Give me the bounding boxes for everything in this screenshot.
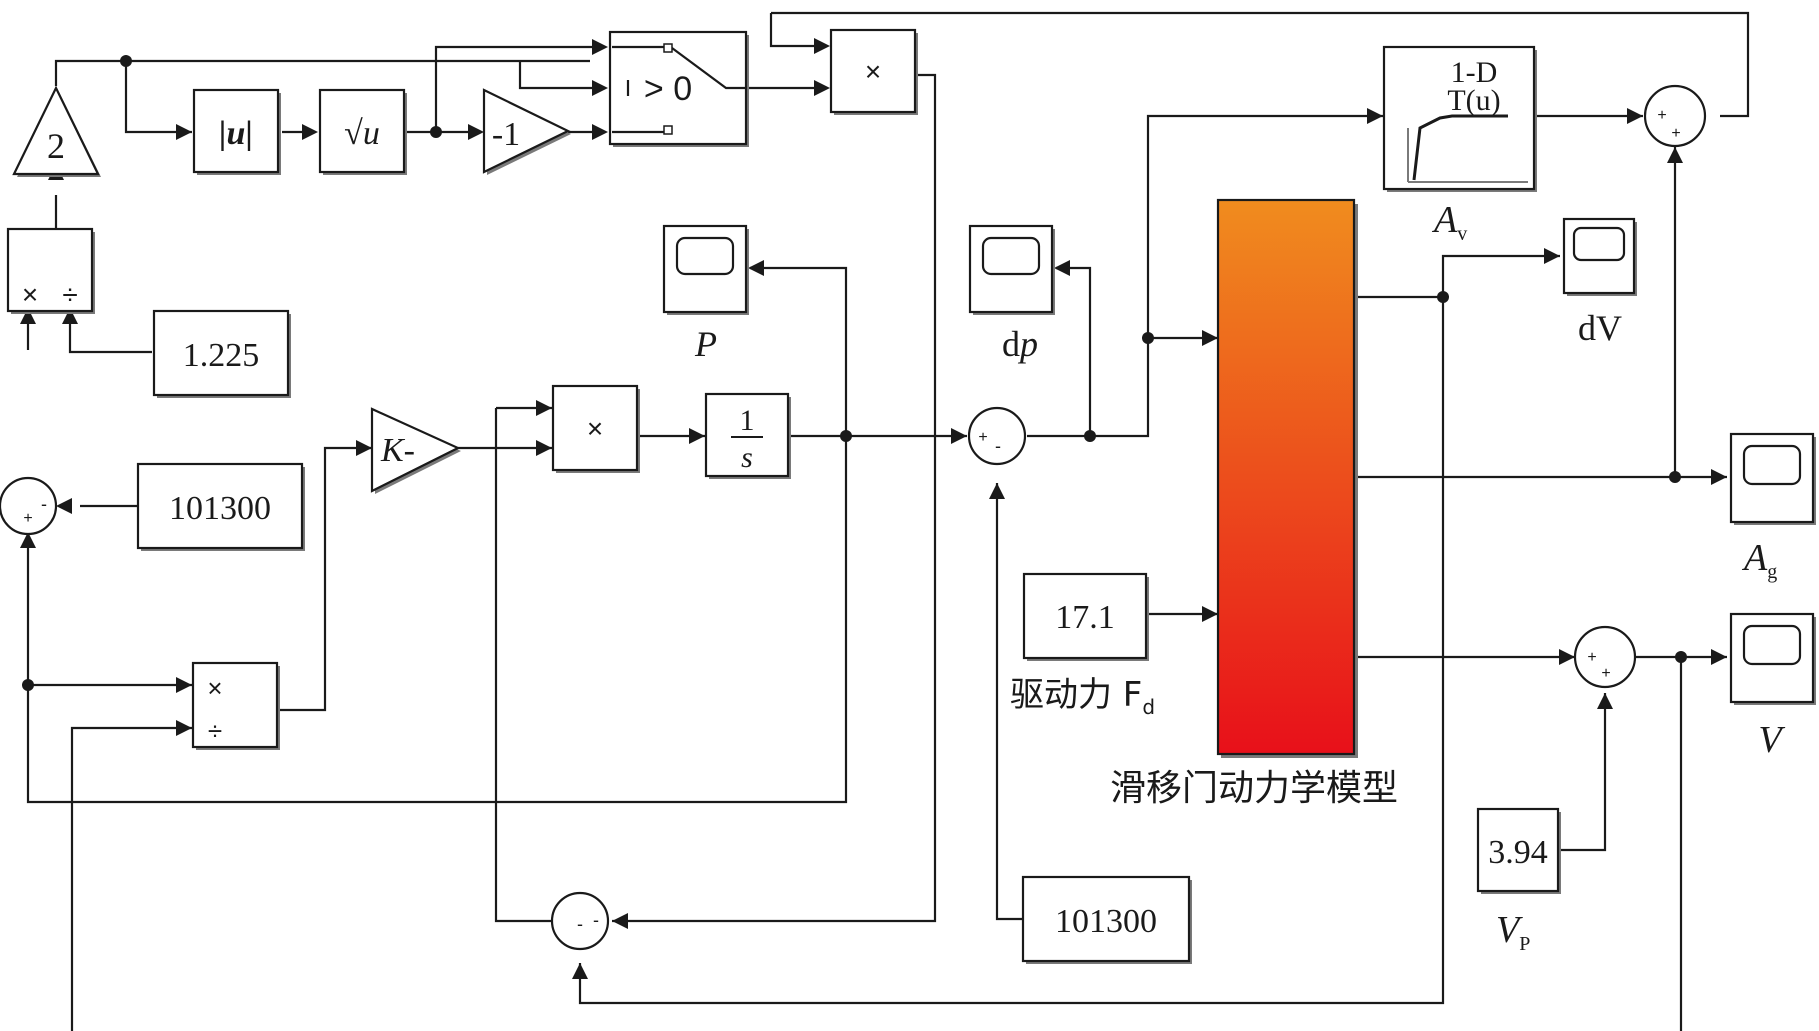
abs-block[interactable]: |u| [192, 88, 281, 175]
sum-sign: - [577, 914, 583, 934]
scope-ag-block[interactable] [1729, 432, 1816, 525]
integrator-denominator: s [741, 441, 753, 474]
lookup-label-sub: v [1457, 223, 1467, 245]
lookup-table-av-block[interactable]: 1-D T(u) [1382, 45, 1537, 192]
scope-v-block[interactable] [1729, 612, 1816, 705]
sqrt-label: √u [344, 115, 380, 152]
junction-dots [22, 55, 1687, 691]
gain-neg1-block[interactable]: -1 [482, 88, 571, 175]
const-1225-block[interactable]: 1.225 [152, 309, 291, 398]
product-top-sign: × [865, 56, 881, 87]
abs-label: |u| [219, 115, 253, 152]
sqrt-block[interactable]: √u [318, 88, 407, 175]
const-101300-bottom-block[interactable]: 101300 [1021, 875, 1192, 964]
scope-dp-label-d: d [1002, 324, 1020, 364]
lookup-label-main: A [1431, 199, 1458, 241]
mul-sign: × [207, 673, 222, 703]
gain-k-label: K- [380, 432, 415, 469]
scope-dv-block[interactable] [1562, 217, 1637, 296]
sum-top-right-block[interactable]: + + [1643, 84, 1707, 148]
const-394-value: 3.94 [1488, 834, 1548, 871]
scope-dp-block[interactable] [968, 224, 1055, 315]
sum-sign: - [995, 436, 1001, 456]
sum-sign: + [978, 429, 987, 446]
product-mid-sign: × [587, 413, 603, 444]
sum-sign: + [1601, 665, 1610, 682]
lookup-title-tu: T(u) [1447, 84, 1500, 117]
sum-left-block[interactable]: + - [0, 476, 58, 536]
sum-sign: - [593, 910, 599, 930]
const-171-label-sub: d [1142, 695, 1155, 719]
gain-2-block[interactable]: 2 [12, 85, 101, 177]
sum-sign: + [1657, 107, 1666, 124]
const-1225-value: 1.225 [183, 337, 260, 374]
sum-sign: + [1587, 649, 1596, 666]
gain-2-label: 2 [47, 126, 65, 166]
scope-dp-label: dp [1002, 324, 1038, 364]
const-101300-left-value: 101300 [169, 490, 271, 527]
mul-sign: × [22, 279, 38, 310]
const-394-block[interactable]: 3.94 [1476, 807, 1561, 894]
const-171-label-main: 驱动力 F [1010, 675, 1142, 715]
subsystem-label: 滑移门动力学模型 [1110, 768, 1398, 809]
gain-neg1-label: -1 [492, 116, 520, 153]
switch-block[interactable]: > 0 [608, 30, 749, 147]
scope-dp-label-p: p [1017, 324, 1038, 364]
scope-ag-label-sub: g [1767, 561, 1777, 583]
const-101300-bottom-value: 101300 [1055, 903, 1157, 940]
const-101300-left-block[interactable]: 101300 [136, 462, 305, 551]
lookup-title-1d: 1-D [1451, 56, 1498, 89]
sum-sign: + [1671, 125, 1680, 142]
product-divide-low-block[interactable]: × ÷ [191, 661, 280, 750]
block-labels: P dp dV Ag V Av 驱动力 Fd 滑移门动力学模型 VP [694, 199, 1785, 955]
const-171-value: 17.1 [1055, 599, 1115, 636]
sum-sign: + [23, 510, 32, 527]
scope-ag-label: Ag [1741, 537, 1777, 583]
product-top-block[interactable]: × [829, 28, 918, 115]
const-394-label-main: V [1496, 909, 1523, 951]
sum-mid-block[interactable]: + - [967, 406, 1027, 466]
const-394-label-sub: P [1519, 933, 1530, 955]
scope-p-block[interactable] [662, 224, 749, 315]
scope-ag-label-main: A [1741, 537, 1768, 579]
div-sign: ÷ [62, 279, 77, 310]
const-171-label: 驱动力 Fd [1010, 675, 1155, 719]
switch-threshold: > 0 [644, 70, 692, 108]
lookup-label: Av [1431, 199, 1467, 245]
div-sign: ÷ [208, 716, 222, 746]
integrator-block[interactable]: 1 s [704, 392, 791, 479]
sum-bottom-block[interactable]: - - [550, 891, 610, 951]
arrowheads [20, 38, 1727, 979]
sliding-door-subsystem-block[interactable] [1216, 198, 1358, 758]
scope-p-label: P [694, 324, 717, 364]
scope-dv-label: dV [1578, 308, 1622, 348]
const-394-label: VP [1496, 909, 1530, 955]
sum-bottom-right-block[interactable]: + + [1573, 625, 1637, 689]
scope-v-label: V [1758, 719, 1785, 761]
gain-k-block[interactable]: K- [370, 407, 461, 494]
product-divide-left-block[interactable]: × ÷ [6, 227, 95, 314]
const-171-block[interactable]: 17.1 [1022, 572, 1149, 661]
sum-sign: - [41, 494, 47, 514]
integrator-numerator: 1 [740, 404, 755, 437]
product-mid-block[interactable]: × [551, 384, 640, 473]
